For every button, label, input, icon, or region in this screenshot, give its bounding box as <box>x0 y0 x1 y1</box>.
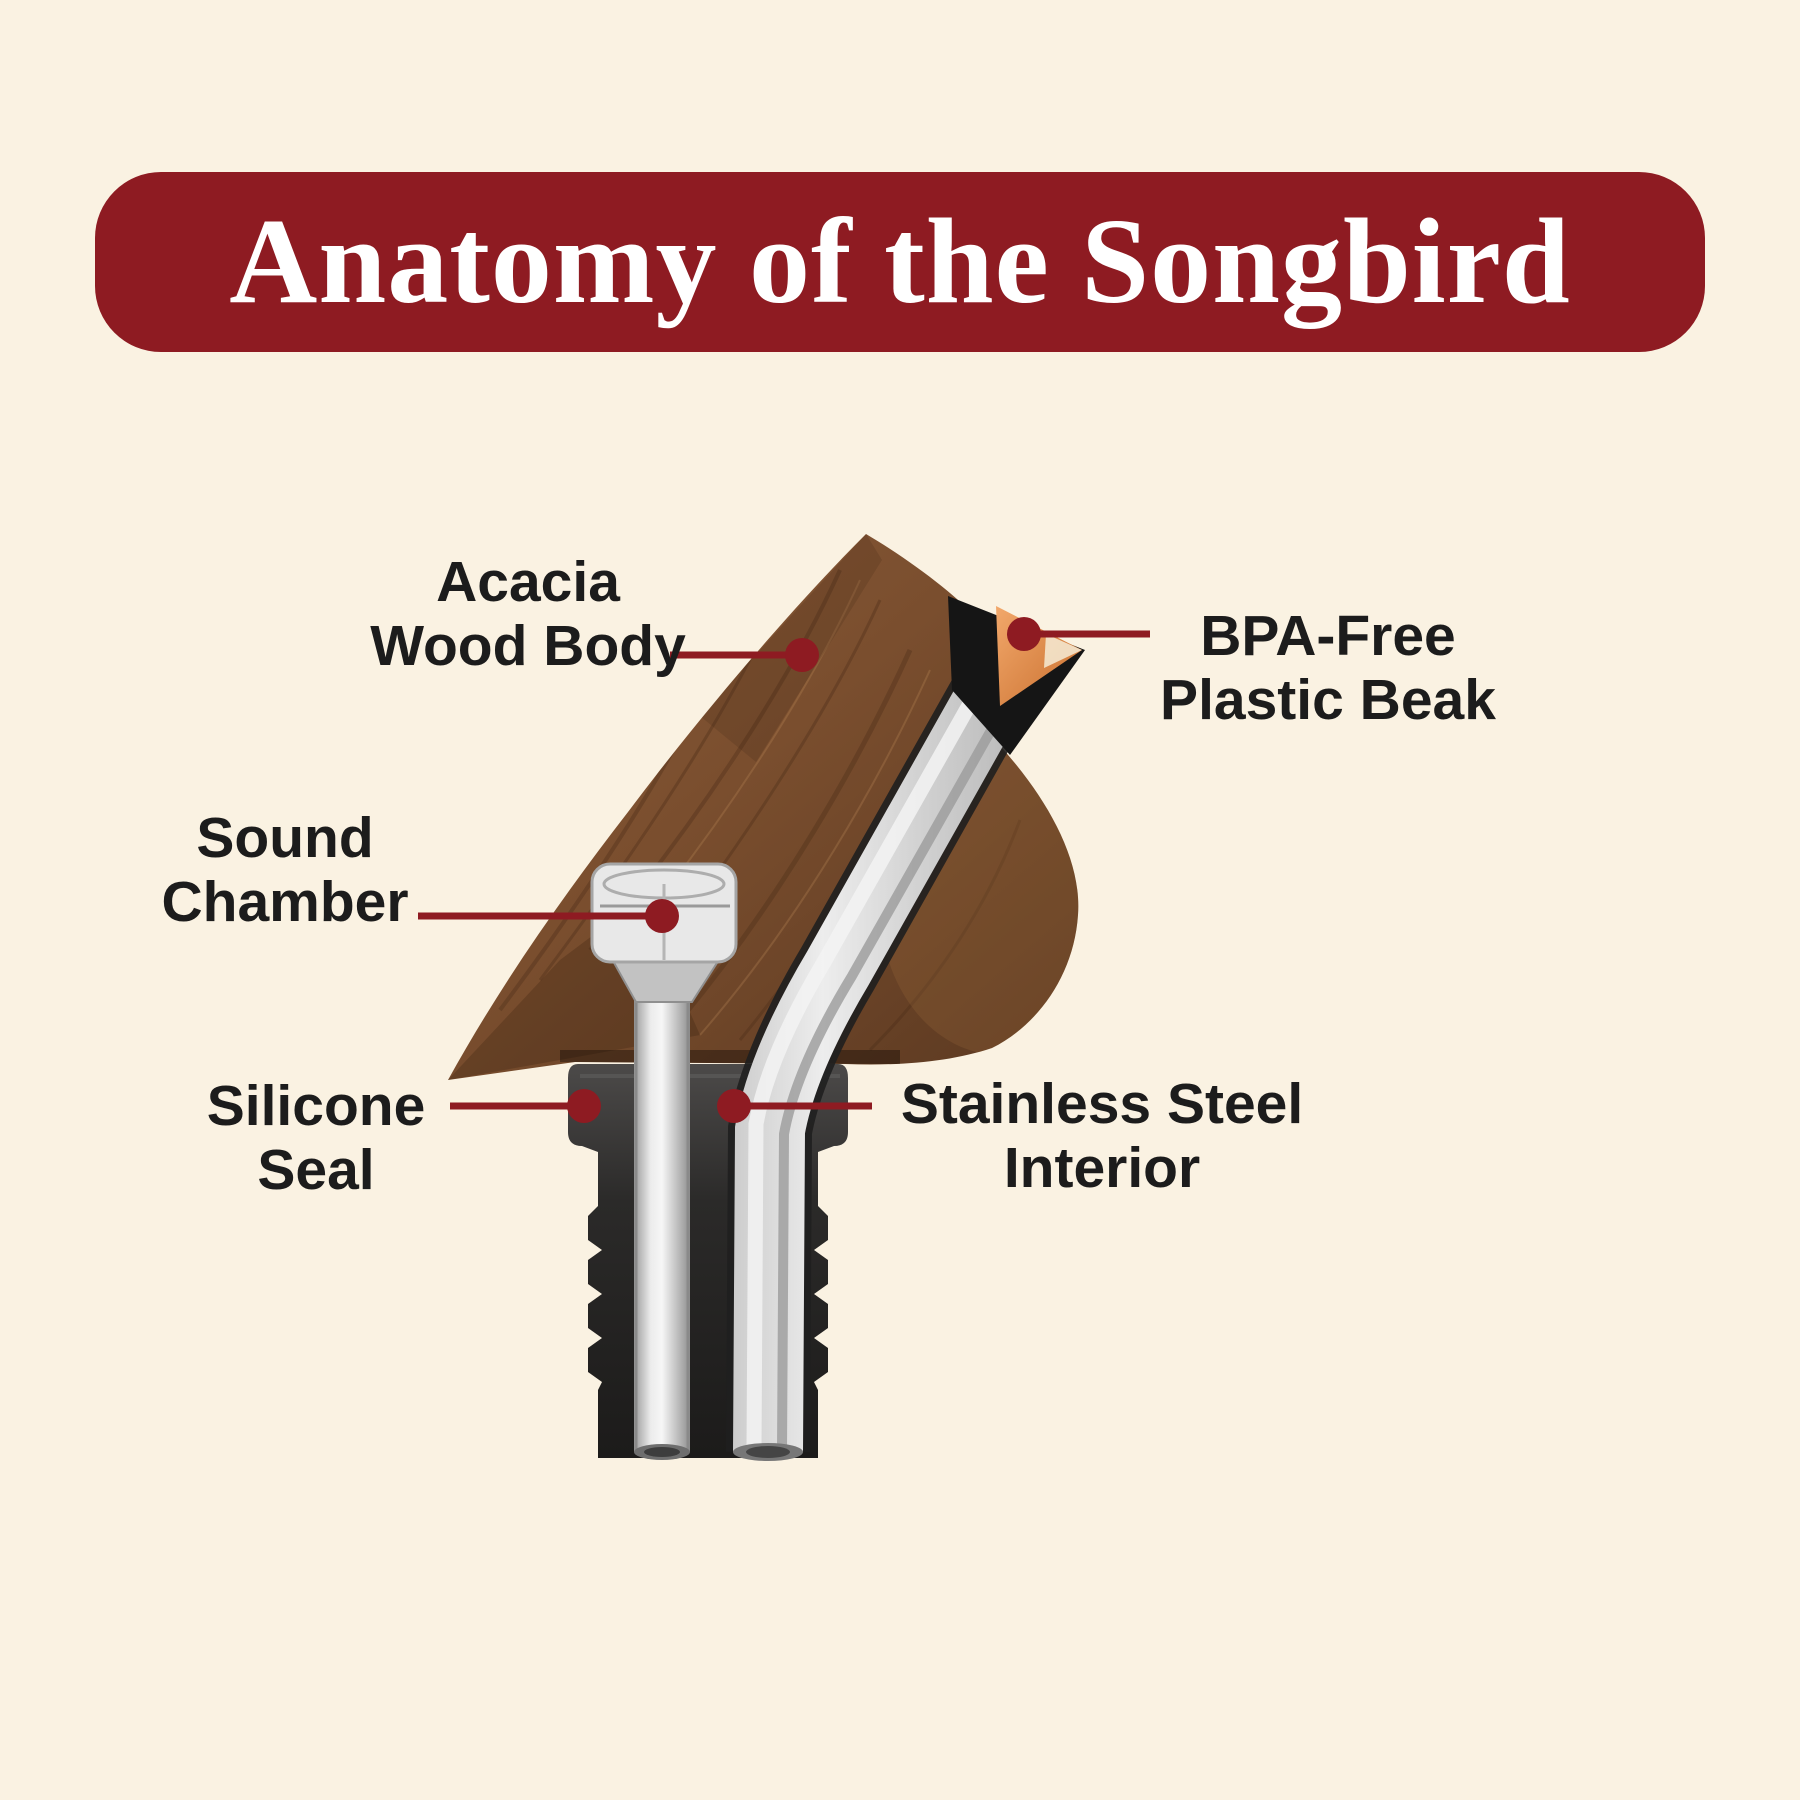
title-banner: Anatomy of the Songbird <box>95 172 1705 352</box>
leader-dot-wood <box>785 638 819 672</box>
label-sound-chamber: Sound Chamber <box>161 806 409 934</box>
label-silicone-seal: Silicone Seal <box>206 1074 426 1202</box>
label-acacia-wood-body: Acacia Wood Body <box>370 550 686 678</box>
label-stainless-steel-interior: Stainless Steel Interior <box>900 1072 1304 1200</box>
leader-dot-chamber <box>645 899 679 933</box>
page-title: Anatomy of the Songbird <box>229 194 1571 329</box>
leader-dot-steel <box>717 1089 751 1123</box>
leader-lines <box>418 630 1150 1110</box>
stainless-steel-tube-illustration <box>726 627 1055 1461</box>
leader-dot-beak <box>1007 617 1041 651</box>
chamber-tube <box>634 1000 690 1452</box>
leader-dots <box>567 617 1041 1123</box>
label-bpa-free-plastic-beak: BPA-Free Plastic Beak <box>1160 604 1496 732</box>
leader-dot-seal <box>567 1089 601 1123</box>
